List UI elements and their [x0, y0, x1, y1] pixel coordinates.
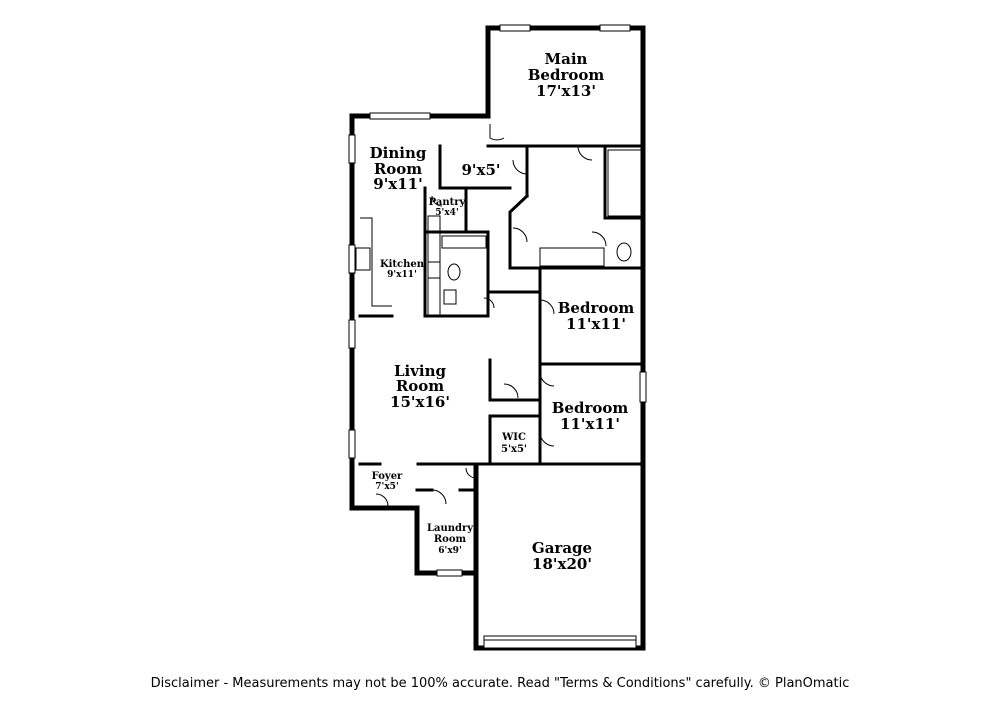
dining-room-label-2: Room	[374, 160, 422, 178]
garage-size: 18'x20'	[532, 555, 592, 573]
pantry-size: 5'x4'	[435, 208, 458, 218]
foyer-size: 7'x5'	[375, 482, 398, 492]
disclaimer-text: Disclaimer - Measurements may not be 100…	[150, 676, 850, 691]
dining-room-label: Dining	[370, 144, 427, 162]
interior-walls	[358, 144, 645, 492]
kitchen-size: 9'x11'	[387, 270, 417, 280]
foyer-label: Foyer	[372, 471, 403, 482]
living-room-size: 15'x16'	[390, 393, 450, 411]
bedroom-upper-label: Bedroom	[558, 299, 635, 317]
wic-size: 5'x5'	[501, 444, 527, 455]
exterior-walls	[349, 25, 646, 651]
dining-room-size: 9'x11'	[373, 175, 422, 193]
bedroom-upper-size: 11'x11'	[566, 315, 626, 333]
living-room-label-2: Room	[396, 377, 444, 395]
main-bedroom-size: 17'x13'	[536, 82, 596, 100]
main-bedroom-label: Main	[545, 50, 588, 68]
kitchen-fixtures	[355, 215, 632, 317]
bedroom-lower-size: 11'x11'	[560, 415, 620, 433]
garage-label: Garage	[532, 539, 592, 557]
closet-size: 9'x5'	[461, 161, 500, 179]
laundry-room-label: Laundry	[427, 523, 474, 534]
windows	[348, 24, 647, 649]
wic-label: WIC	[501, 432, 526, 443]
doors	[375, 124, 607, 507]
living-room-label: Living	[394, 362, 447, 380]
pantry-label: Pantry	[429, 197, 467, 208]
main-bedroom-label-2: Bedroom	[528, 66, 605, 84]
bedroom-lower-label: Bedroom	[552, 399, 629, 417]
kitchen-label: Kitchen	[380, 259, 425, 270]
laundry-room-size: 6'x9'	[438, 546, 461, 556]
laundry-room-label-2: Room	[434, 534, 467, 545]
